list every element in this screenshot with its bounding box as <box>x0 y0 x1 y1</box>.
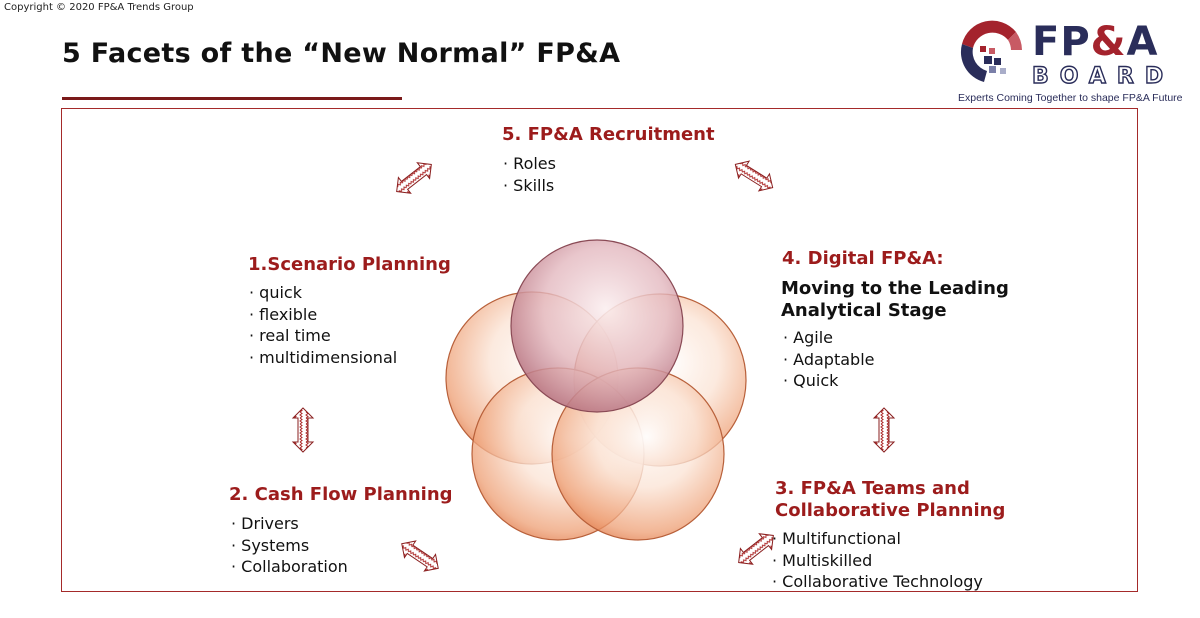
double-arrow-icon <box>390 156 438 200</box>
facet-teams-title: 3. FP&A Teams and Collaborative Planning <box>775 478 1006 521</box>
list-item: Collaborative Technology <box>772 571 983 593</box>
list-item: Quick <box>783 370 874 392</box>
facet-digital-subtitle: Moving to the Leading Analytical Stage <box>781 278 1009 321</box>
list-item: Systems <box>231 535 348 557</box>
double-arrow-icon <box>292 407 314 453</box>
list-item: Skills <box>503 175 556 197</box>
facet-teams-list: Multifunctional Multiskilled Collaborati… <box>772 528 983 593</box>
logo-wordmark: FP&A <box>1032 19 1159 65</box>
list-item: real time <box>249 325 397 347</box>
double-arrow-icon <box>873 407 895 453</box>
list-item: Multiskilled <box>772 550 983 572</box>
facet-recruitment-title: 5. FP&A Recruitment <box>502 124 715 145</box>
diagram-frame <box>61 108 1138 592</box>
facet-digital-list: Agile Adaptable Quick <box>783 327 874 392</box>
list-item: quick <box>249 282 397 304</box>
list-item: Collaboration <box>231 556 348 578</box>
facet-cashflow-list: Drivers Systems Collaboration <box>231 513 348 578</box>
list-item: Adaptable <box>783 349 874 371</box>
list-item: Agile <box>783 327 874 349</box>
list-item: Roles <box>503 153 556 175</box>
facet-cashflow-title: 2. Cash Flow Planning <box>229 484 453 505</box>
facet-scenario-list: quick flexible real time multidimensiona… <box>249 282 397 368</box>
copyright-text: Copyright © 2020 FP&A Trends Group <box>4 2 194 13</box>
list-item: flexible <box>249 304 397 326</box>
facet-digital-title: 4. Digital FP&A: <box>782 248 944 269</box>
facet-recruitment-list: Roles Skills <box>503 153 556 196</box>
logo-tagline: Experts Coming Together to shape FP&A Fu… <box>958 92 1183 104</box>
list-item: Multifunctional <box>772 528 983 550</box>
circle-top <box>510 239 684 413</box>
facet-scenario-title: 1.Scenario Planning <box>248 254 451 275</box>
logo-board-text: BOARD <box>1031 64 1175 89</box>
double-arrow-icon <box>395 534 445 578</box>
page-title: 5 Facets of the “New Normal” FP&A <box>62 38 621 69</box>
title-underline <box>62 97 402 100</box>
list-item: Drivers <box>231 513 348 535</box>
fpa-board-logo-icon <box>960 20 1022 82</box>
double-arrow-icon <box>729 155 779 197</box>
list-item: multidimensional <box>249 347 397 369</box>
